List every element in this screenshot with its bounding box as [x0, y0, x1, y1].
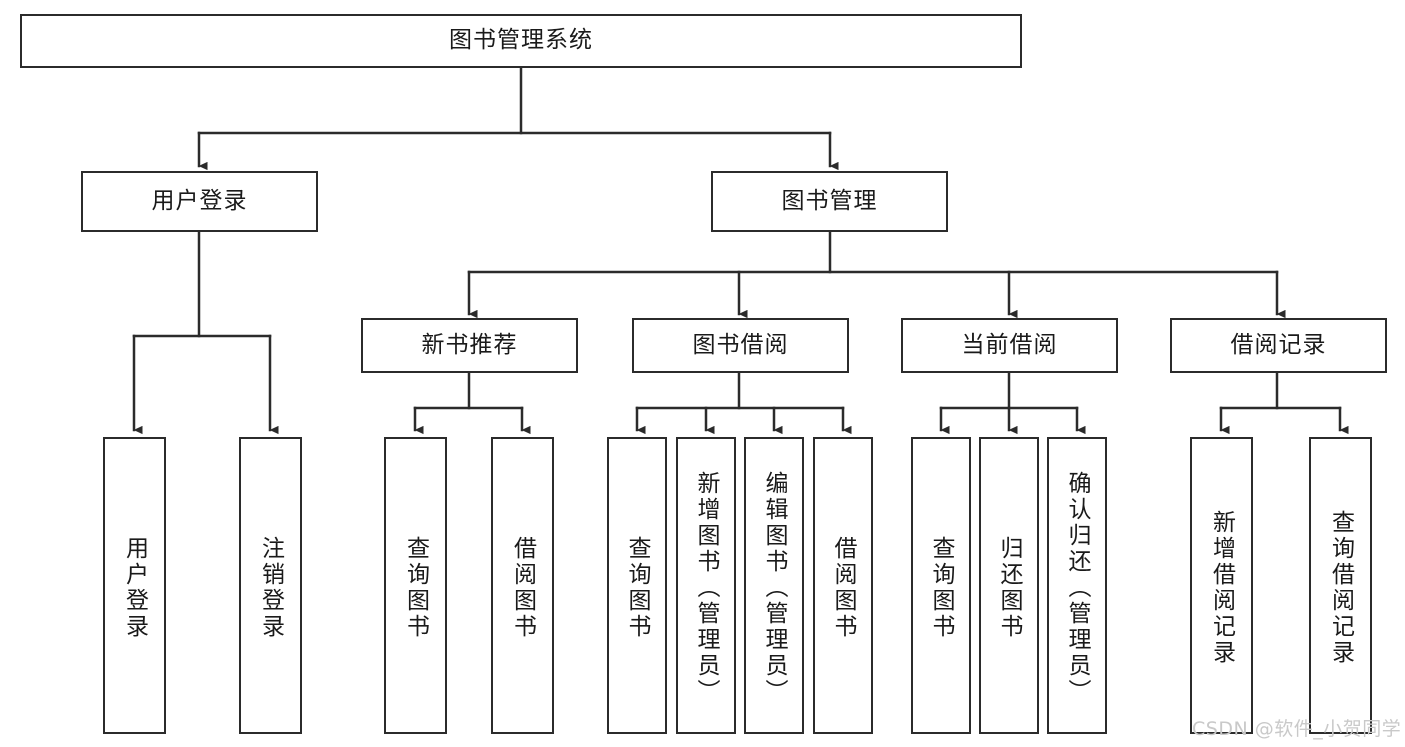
node-leaf-user-login[interactable]: 用户登录: [103, 437, 166, 734]
node-label: 新增图书（管理员）: [693, 470, 719, 705]
node-book-management[interactable]: 图书管理: [711, 171, 948, 232]
node-root-book-management-system[interactable]: 图书管理系统: [20, 14, 1022, 68]
node-label: 查询图书: [928, 535, 954, 640]
node-new-book-recommend[interactable]: 新书推荐: [361, 318, 578, 373]
node-label: 图书管理: [781, 187, 878, 214]
node-leaf-borrow-book[interactable]: 借阅图书: [813, 437, 873, 734]
node-user-login[interactable]: 用户登录: [81, 171, 318, 232]
node-borrow-record[interactable]: 借阅记录: [1170, 318, 1387, 373]
node-label: 借阅图书: [509, 535, 536, 640]
watermark-text: CSDN @软件_小贺同学: [1192, 718, 1402, 740]
node-leaf-add-borrow-record[interactable]: 新增借阅记录: [1190, 437, 1253, 734]
node-label: 新增借阅记录: [1208, 509, 1235, 666]
node-label: 借阅记录: [1230, 331, 1327, 358]
node-leaf-query-borrow-record[interactable]: 查询借阅记录: [1309, 437, 1372, 734]
node-label: 查询图书: [402, 535, 429, 640]
node-label: 用户登录: [151, 187, 248, 214]
node-leaf-query-book-borrow[interactable]: 查询图书: [607, 437, 667, 734]
node-label: 归还图书: [996, 535, 1022, 640]
node-leaf-query-book-current[interactable]: 查询图书: [911, 437, 971, 734]
node-leaf-borrow-book-recommend[interactable]: 借阅图书: [491, 437, 554, 734]
node-label: 新书推荐: [421, 331, 518, 358]
node-leaf-confirm-return-admin[interactable]: 确认归还（管理员）: [1047, 437, 1107, 734]
node-label: 用户登录: [121, 535, 148, 640]
node-label: 图书借阅: [692, 331, 789, 358]
node-label: 编辑图书（管理员）: [761, 470, 787, 705]
node-leaf-query-book-recommend[interactable]: 查询图书: [384, 437, 447, 734]
node-leaf-logout[interactable]: 注销登录: [239, 437, 302, 734]
node-current-borrow[interactable]: 当前借阅: [901, 318, 1118, 373]
node-label: 查询借阅记录: [1327, 509, 1354, 666]
node-label: 图书管理系统: [449, 27, 593, 54]
node-leaf-add-book-admin[interactable]: 新增图书（管理员）: [676, 437, 736, 734]
node-leaf-return-book[interactable]: 归还图书: [979, 437, 1039, 734]
node-book-borrow[interactable]: 图书借阅: [632, 318, 849, 373]
node-label: 注销登录: [257, 535, 284, 640]
node-label: 确认归还（管理员）: [1064, 470, 1090, 705]
node-label: 借阅图书: [830, 535, 856, 640]
node-leaf-edit-book-admin[interactable]: 编辑图书（管理员）: [744, 437, 804, 734]
node-label: 当前借阅: [961, 331, 1058, 358]
node-label: 查询图书: [624, 535, 650, 640]
